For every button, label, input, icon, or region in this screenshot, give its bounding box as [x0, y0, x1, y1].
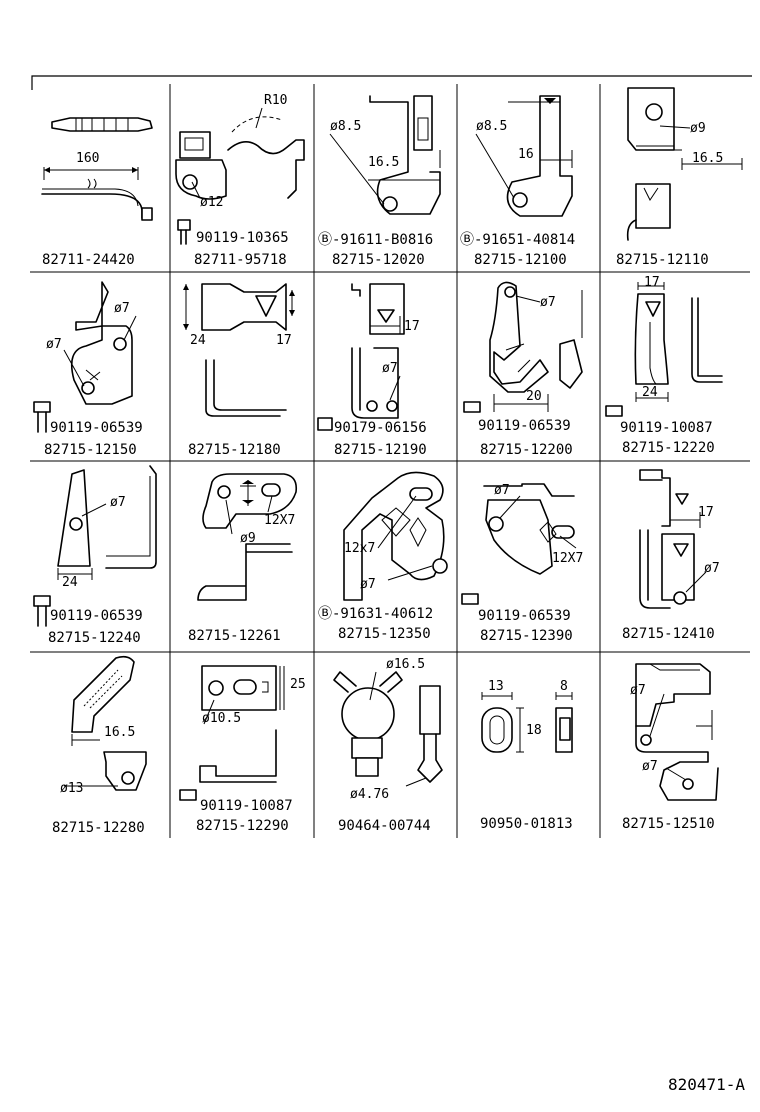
callout-7-0: 17 — [404, 319, 420, 334]
part-number-1: 82711-95718 — [194, 252, 287, 268]
part-drawing-82715-12200 — [463, 281, 583, 413]
fastener-9: 90119-10087 — [620, 420, 713, 436]
fastener-8: 90119-06539 — [478, 418, 571, 434]
part-drawing-82715-12240 — [33, 465, 157, 627]
frame-top-line — [31, 75, 752, 90]
part-number-19: 82715-12510 — [622, 816, 715, 832]
callout-6-1: 17 — [276, 333, 292, 348]
callout-1-0: R10 — [264, 93, 287, 108]
callout-3-1: 16 — [518, 147, 534, 162]
part-number-9: 82715-12220 — [622, 440, 715, 456]
reference-code: 820471-A — [668, 1075, 745, 1094]
callout-11-0: ø9 — [240, 531, 256, 546]
callout-11-1: 12X7 — [264, 513, 295, 528]
part-number-3: 82715-12100 — [474, 252, 567, 268]
callout-8-0: ø7 — [540, 295, 556, 310]
fastener-2: Ⓑ-91611-B0816 — [318, 232, 433, 248]
part-number-12: 82715-12350 — [338, 626, 431, 642]
callout-7-1: ø7 — [382, 361, 398, 376]
part-drawing-82715-12100 — [475, 95, 573, 217]
part-number-7: 82715-12190 — [334, 442, 427, 458]
part-number-4: 82715-12110 — [616, 252, 709, 268]
part-drawing-82715-12220 — [605, 282, 723, 417]
part-drawing-90950-01813 — [481, 692, 573, 753]
part-drawing-82715-12110 — [626, 87, 743, 241]
callout-19-0: ø7 — [630, 683, 646, 698]
callout-12-0: 12x7 — [344, 541, 375, 556]
part-drawing-82715-12410 — [639, 469, 707, 609]
callout-17-1: ø4.76 — [350, 787, 389, 802]
callout-17-0: ø16.5 — [386, 657, 425, 672]
part-number-8: 82715-12200 — [480, 442, 573, 458]
part-drawing-82715-12020 — [329, 95, 441, 215]
callout-18-2: 18 — [526, 723, 542, 738]
part-drawing-82715-12390 — [461, 483, 577, 605]
callout-8-1: 20 — [526, 389, 542, 404]
part-number-5: 82715-12150 — [44, 442, 137, 458]
callout-0-0: 160 — [76, 151, 99, 166]
part-number-14: 82715-12410 — [622, 626, 715, 642]
callout-9-1: 24 — [642, 385, 658, 400]
callout-18-0: 13 — [488, 679, 504, 694]
callout-15-0: 16.5 — [104, 725, 135, 740]
part-drawing-82715-12150 — [33, 281, 137, 433]
fastener-10: 90119-06539 — [50, 608, 143, 624]
callout-13-1: 12X7 — [552, 551, 583, 566]
fastener-13: 90119-06539 — [478, 608, 571, 624]
part-number-13: 82715-12390 — [480, 628, 573, 644]
part-drawing-82711-95718 — [175, 107, 305, 245]
grid-lines — [30, 84, 750, 838]
part-number-18: 90950-01813 — [480, 816, 573, 832]
callout-6-0: 24 — [190, 333, 206, 348]
callout-3-0: ø8.5 — [476, 119, 507, 134]
callout-12-1: ø7 — [360, 577, 376, 592]
fastener-12: Ⓑ-91631-40612 — [318, 606, 433, 622]
callout-5-0: ø7 — [114, 301, 130, 316]
part-drawing-82715-12190 — [317, 283, 405, 431]
part-drawing-82715-12290 — [179, 665, 285, 801]
callout-16-1: ø10.5 — [202, 711, 241, 726]
part-drawing-82711-24420 — [41, 117, 153, 221]
part-drawing-82715-12180 — [183, 283, 295, 417]
part-number-16: 82715-12290 — [196, 818, 289, 834]
callout-2-1: 16.5 — [368, 155, 399, 170]
callout-2-0: ø8.5 — [330, 119, 361, 134]
part-number-0: 82711-24420 — [42, 252, 135, 268]
callout-15-1: ø13 — [60, 781, 83, 796]
callout-14-1: ø7 — [704, 561, 720, 576]
callout-10-0: ø7 — [110, 495, 126, 510]
part-drawing-82715-12510 — [635, 663, 719, 801]
callout-4-0: ø9 — [690, 121, 706, 136]
callout-19-1: ø7 — [642, 759, 658, 774]
fastener-5: 90119-06539 — [50, 420, 143, 436]
part-number-2: 82715-12020 — [332, 252, 425, 268]
fastener-7: 90179-06156 — [334, 420, 427, 436]
part-number-6: 82715-12180 — [188, 442, 281, 458]
part-number-10: 82715-12240 — [48, 630, 141, 646]
part-drawing-90464-00744 — [333, 671, 443, 787]
part-number-17: 90464-00744 — [338, 818, 431, 834]
fastener-3: Ⓑ-91651-40814 — [460, 232, 575, 248]
callout-10-1: 24 — [62, 575, 78, 590]
fastener-16: 90119-10087 — [200, 798, 293, 814]
callout-4-1: 16.5 — [692, 151, 723, 166]
fastener-1: 90119-10365 — [196, 230, 289, 246]
part-number-15: 82715-12280 — [52, 820, 145, 836]
part-drawing-82715-12261 — [197, 473, 298, 601]
callout-18-1: 8 — [560, 679, 568, 694]
callout-1-1: ø12 — [200, 195, 223, 210]
part-drawing-82715-12350 — [343, 471, 448, 601]
callout-5-1: ø7 — [46, 337, 62, 352]
part-number-11: 82715-12261 — [188, 628, 281, 644]
callout-16-0: 25 — [290, 677, 306, 692]
part-drawing-82715-12280 — [64, 655, 147, 791]
callout-13-0: ø7 — [494, 483, 510, 498]
callout-14-0: 17 — [698, 505, 714, 520]
callout-9-0: 17 — [644, 275, 660, 290]
